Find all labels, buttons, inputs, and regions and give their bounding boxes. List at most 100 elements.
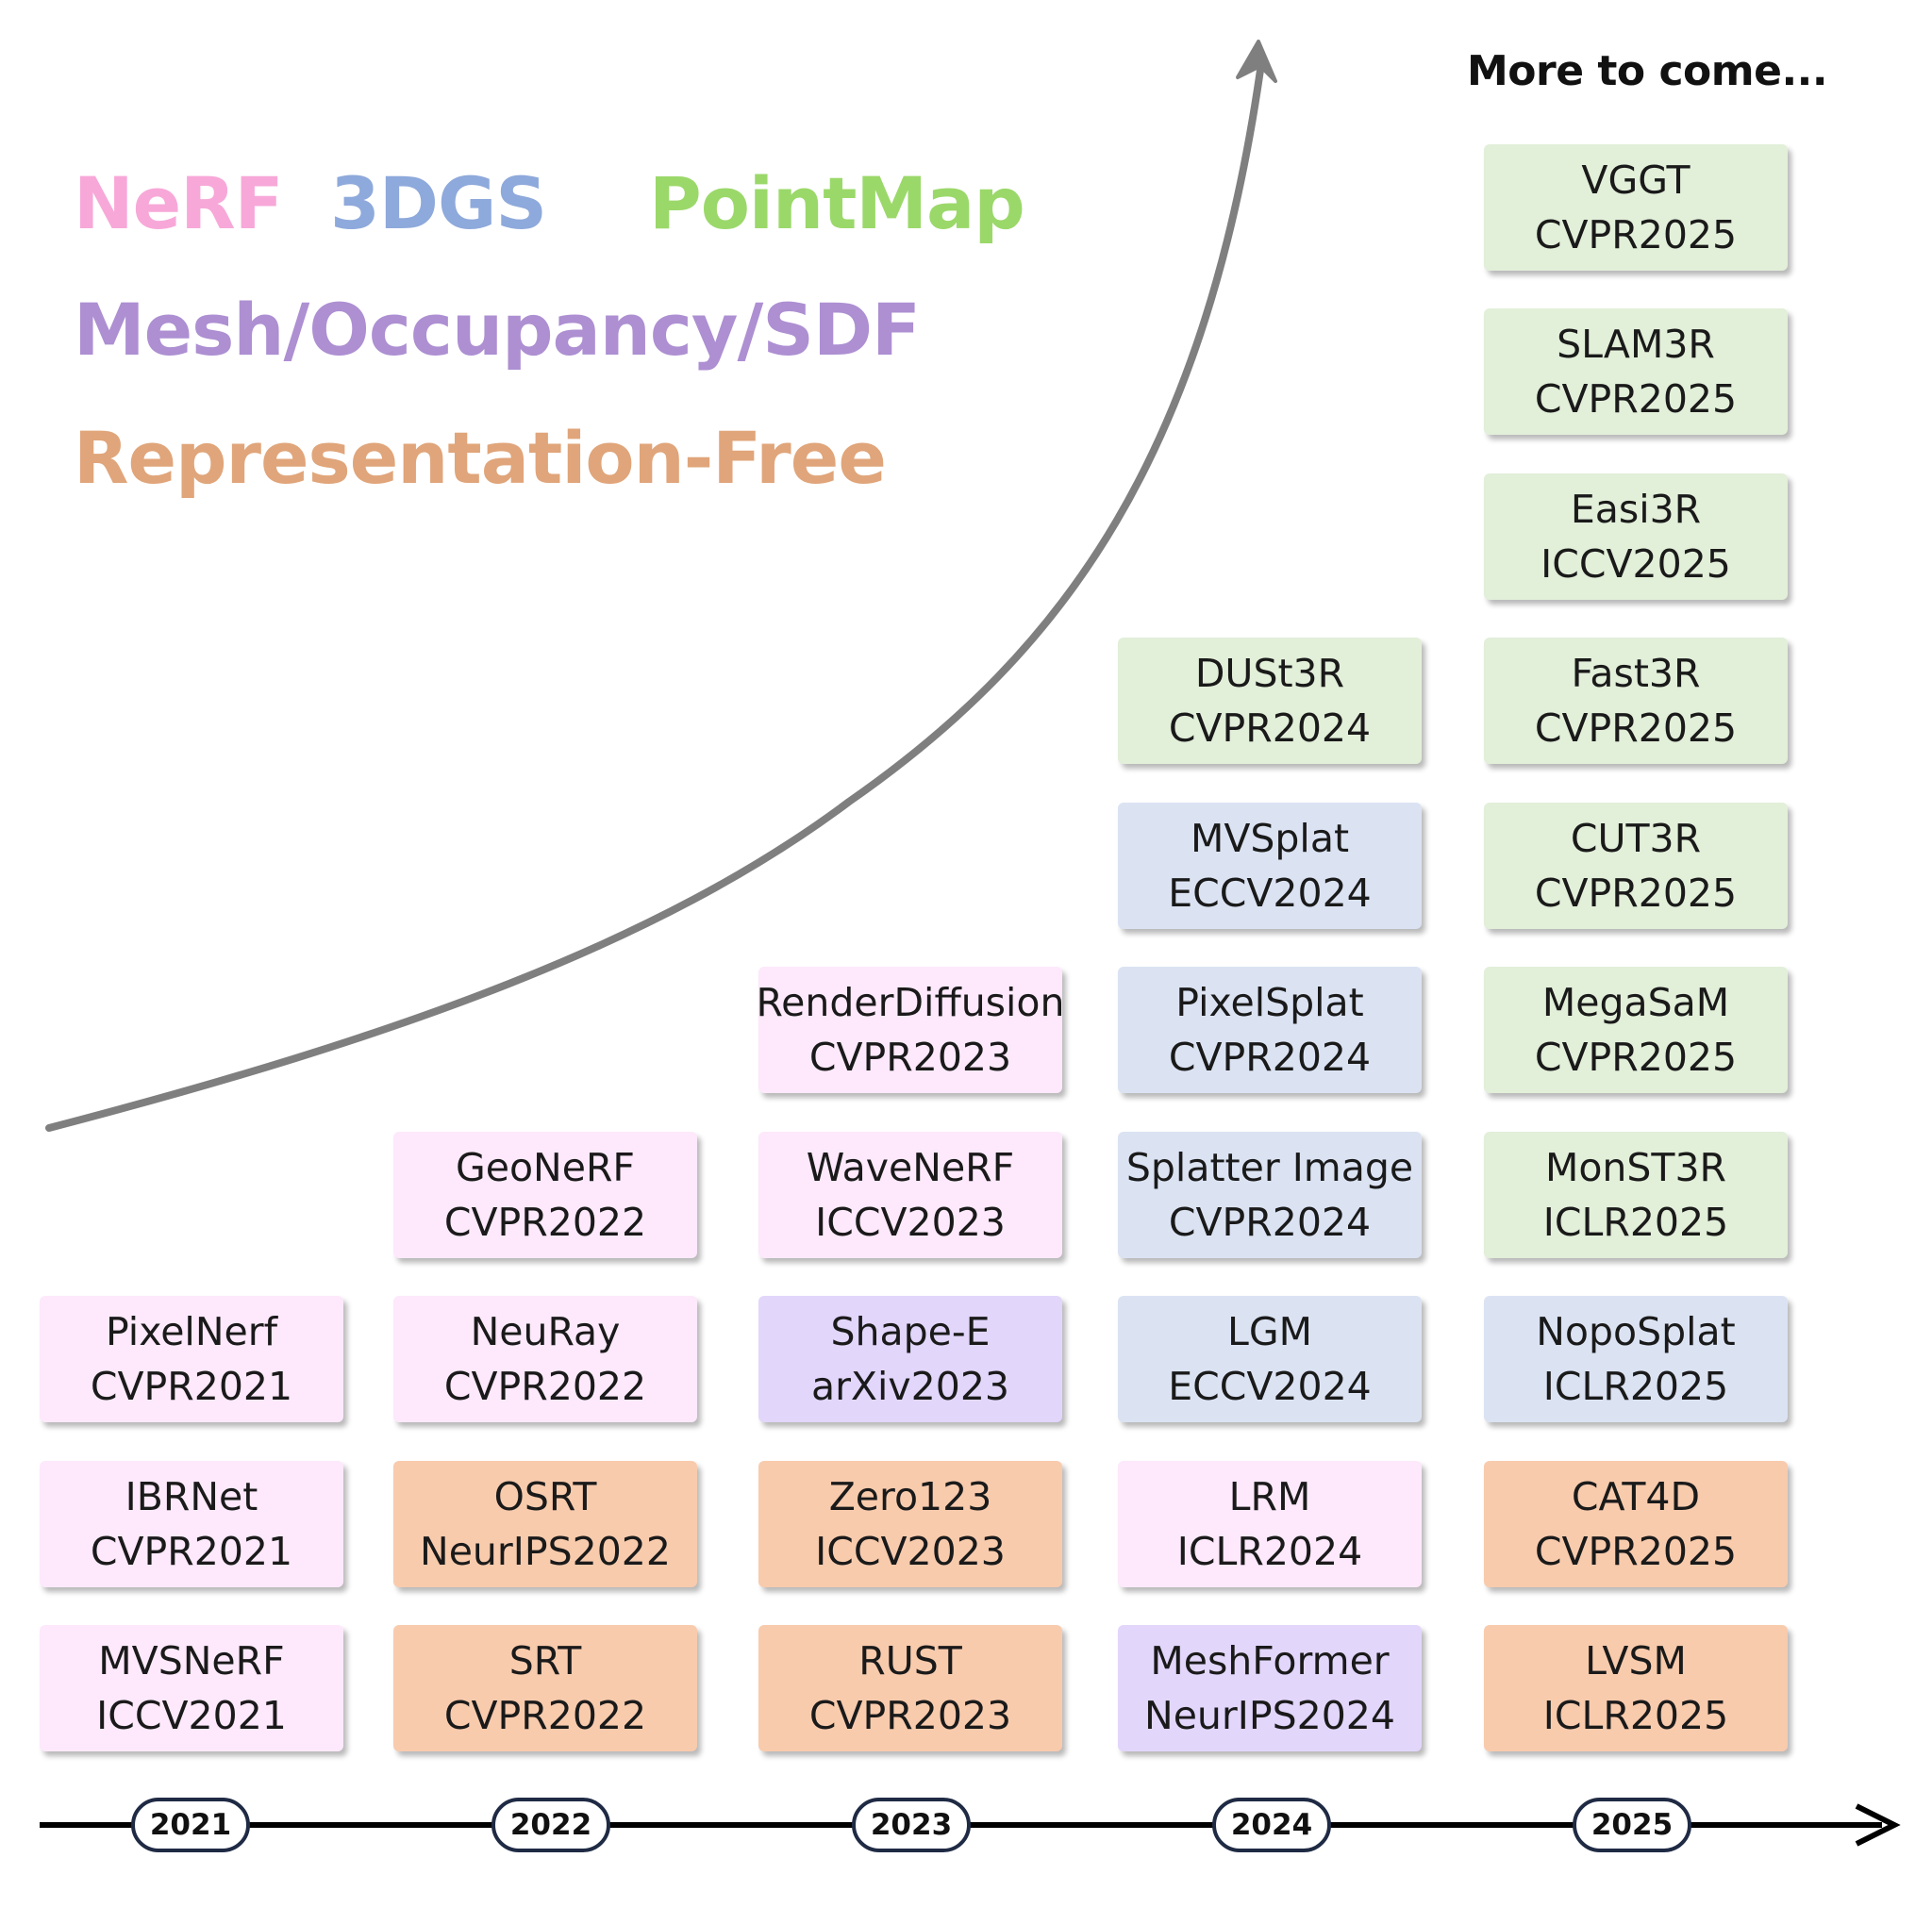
paper-venue: ICCV2023: [815, 1200, 1006, 1245]
paper-box: CAT4D CVPR2025: [1484, 1461, 1788, 1587]
paper-name: RUST: [858, 1638, 962, 1684]
paper-venue: NeurIPS2022: [420, 1529, 671, 1574]
paper-box: Fast3R CVPR2025: [1484, 638, 1788, 764]
growth-curve: [45, 53, 1266, 1132]
paper-venue: CVPR2021: [90, 1364, 293, 1409]
paper-name: MeshFormer: [1150, 1638, 1390, 1684]
paper-venue: CVPR2023: [808, 1035, 1012, 1080]
paper-venue: ICLR2025: [1542, 1200, 1729, 1245]
paper-venue: ECCV2024: [1168, 871, 1372, 916]
paper-venue: CVPR2022: [443, 1200, 647, 1245]
paper-name: MVSplat: [1190, 816, 1350, 861]
paper-name: PixelSplat: [1175, 980, 1364, 1025]
legend-3dgs: 3DGS: [330, 161, 547, 245]
paper-box: Shape-E arXiv2023: [758, 1296, 1062, 1422]
paper-name: Zero123: [828, 1474, 992, 1519]
year-pill-2023: 2023: [852, 1798, 971, 1852]
paper-venue: CVPR2025: [1534, 705, 1738, 751]
paper-venue: CVPR2025: [1534, 1529, 1738, 1574]
paper-name: LRM: [1228, 1474, 1311, 1519]
paper-venue: NeurIPS2024: [1144, 1693, 1395, 1738]
paper-box: CUT3R CVPR2025: [1484, 803, 1788, 929]
paper-name: MegaSaM: [1541, 980, 1730, 1025]
paper-box: SLAM3R CVPR2025: [1484, 308, 1788, 435]
paper-venue: CVPR2024: [1168, 705, 1372, 751]
paper-name: MVSNeRF: [98, 1638, 285, 1684]
paper-box: GeoNeRF CVPR2022: [393, 1132, 697, 1258]
paper-name: PixelNerf: [105, 1309, 278, 1354]
year-pill-2021: 2021: [131, 1798, 250, 1852]
paper-venue: ICLR2024: [1176, 1529, 1363, 1574]
paper-name: VGGT: [1581, 158, 1690, 203]
paper-name: OSRT: [493, 1474, 597, 1519]
legend-representation-free: Representation-Free: [74, 416, 887, 500]
paper-venue: ICCV2025: [1541, 541, 1731, 587]
timeline-axis-arrowhead: [1855, 1803, 1901, 1847]
paper-venue: ICLR2025: [1542, 1364, 1729, 1409]
paper-venue: ECCV2024: [1168, 1364, 1372, 1409]
paper-box: LRM ICLR2024: [1118, 1461, 1422, 1587]
paper-box: RUST CVPR2023: [758, 1625, 1062, 1751]
paper-venue: arXiv2023: [810, 1364, 1010, 1409]
paper-box: SRT CVPR2022: [393, 1625, 697, 1751]
paper-venue: ICLR2025: [1542, 1693, 1729, 1738]
paper-box: VGGT CVPR2025: [1484, 144, 1788, 271]
paper-name: Shape-E: [830, 1309, 991, 1354]
paper-name: GeoNeRF: [455, 1145, 636, 1190]
paper-name: CAT4D: [1571, 1474, 1701, 1519]
paper-name: DUSt3R: [1194, 651, 1345, 696]
paper-name: NopoSplat: [1536, 1309, 1736, 1354]
paper-box: OSRT NeurIPS2022: [393, 1461, 697, 1587]
paper-box: LGM ECCV2024: [1118, 1296, 1422, 1422]
paper-venue: CVPR2025: [1534, 212, 1738, 257]
paper-name: RenderDiffusion: [758, 980, 1062, 1025]
paper-venue: CVPR2025: [1534, 376, 1738, 422]
paper-venue: CVPR2024: [1168, 1200, 1372, 1245]
year-pill-2022: 2022: [491, 1798, 610, 1852]
paper-name: WaveNeRF: [806, 1145, 1015, 1190]
paper-venue: CVPR2022: [443, 1364, 647, 1409]
paper-venue: CVPR2025: [1534, 1035, 1738, 1080]
legend-nerf: NeRF: [74, 161, 284, 245]
paper-box: WaveNeRF ICCV2023: [758, 1132, 1062, 1258]
paper-venue: CVPR2025: [1534, 871, 1738, 916]
paper-name: MonST3R: [1544, 1145, 1727, 1190]
growth-curve-arrowhead: [1236, 40, 1277, 83]
year-pill-2025: 2025: [1573, 1798, 1691, 1852]
paper-venue: CVPR2023: [808, 1693, 1012, 1738]
paper-name: Fast3R: [1571, 651, 1701, 696]
paper-name: NeuRay: [470, 1309, 621, 1354]
paper-box: MonST3R ICLR2025: [1484, 1132, 1788, 1258]
paper-venue: CVPR2022: [443, 1693, 647, 1738]
paper-name: Splatter Image: [1125, 1145, 1414, 1190]
paper-box: LVSM ICLR2025: [1484, 1625, 1788, 1751]
paper-name: SRT: [508, 1638, 582, 1684]
paper-box: DUSt3R CVPR2024: [1118, 638, 1422, 764]
year-pill-2024: 2024: [1212, 1798, 1331, 1852]
legend-pointmap: PointMap: [649, 161, 1025, 245]
legend-mesh-occupancy-sdf: Mesh/Occupancy/SDF: [74, 288, 921, 372]
paper-venue: ICCV2021: [96, 1693, 287, 1738]
paper-name: IBRNet: [125, 1474, 258, 1519]
paper-box: MegaSaM CVPR2025: [1484, 967, 1788, 1093]
paper-name: LGM: [1227, 1309, 1312, 1354]
paper-name: LVSM: [1585, 1638, 1687, 1684]
paper-venue: ICCV2023: [815, 1529, 1006, 1574]
more-to-come-label: More to come...: [1467, 47, 1828, 95]
paper-box: MVSNeRF ICCV2021: [40, 1625, 343, 1751]
paper-venue: CVPR2021: [90, 1529, 293, 1574]
paper-name: CUT3R: [1570, 816, 1702, 861]
paper-name: SLAM3R: [1557, 322, 1715, 367]
paper-venue: CVPR2024: [1168, 1035, 1372, 1080]
